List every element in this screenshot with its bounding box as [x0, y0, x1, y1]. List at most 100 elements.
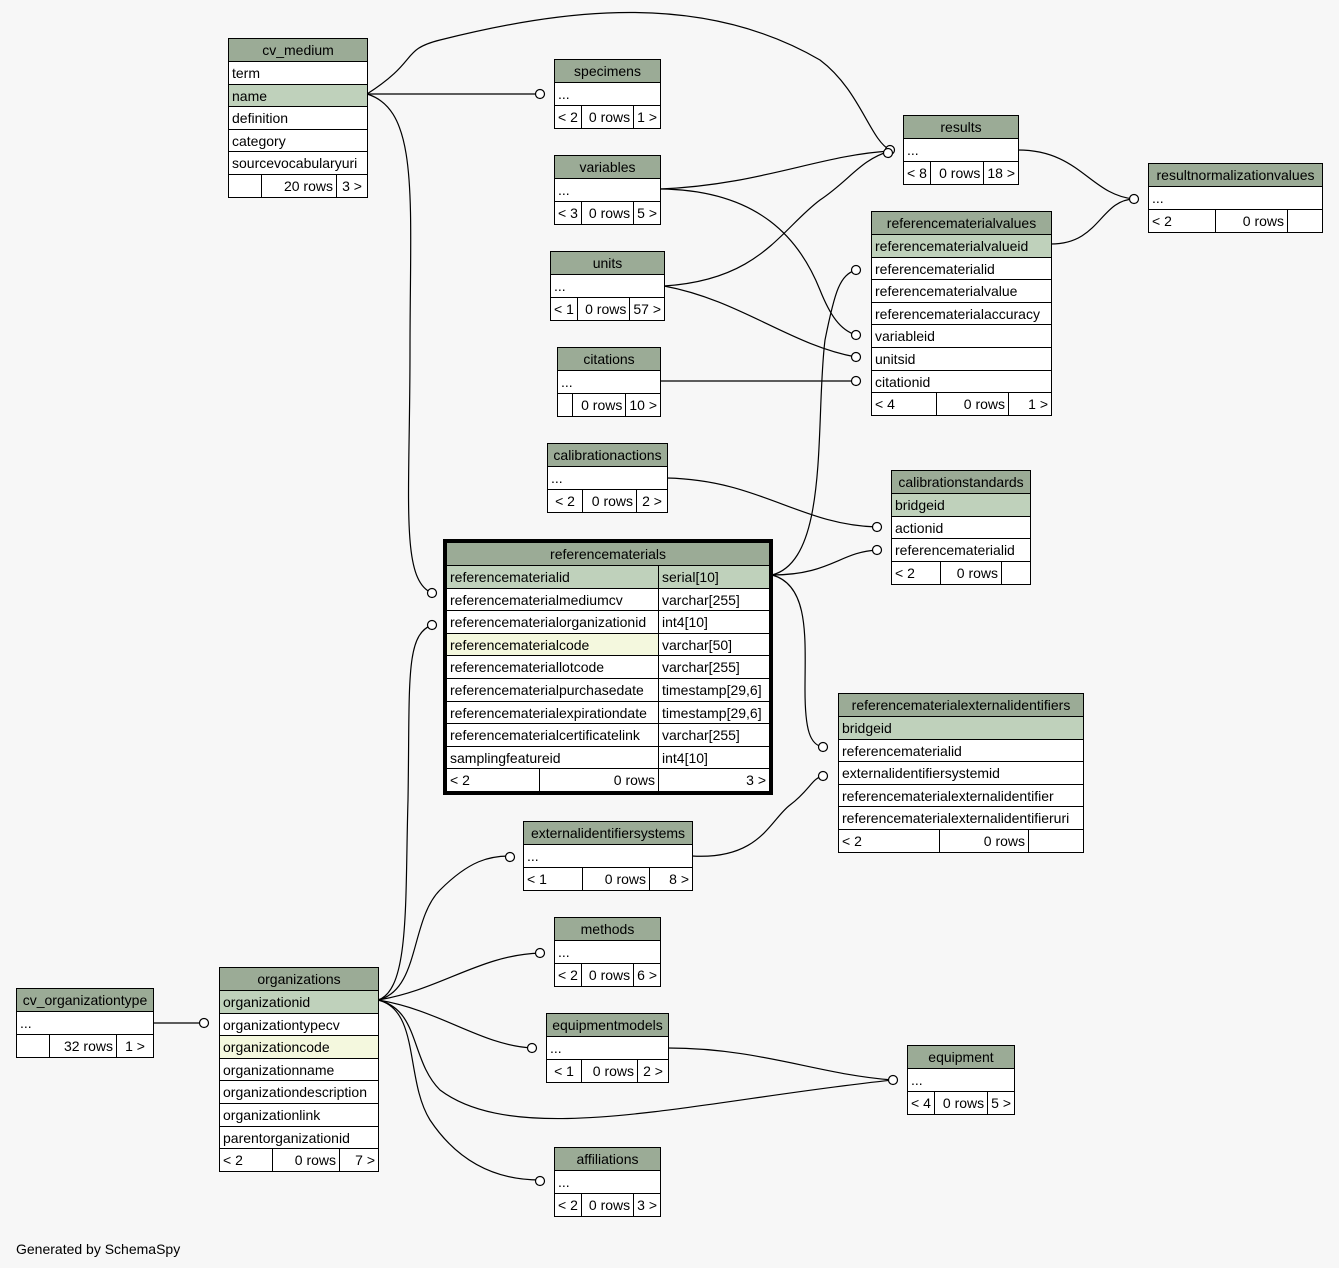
- table-title: affiliations: [555, 1148, 660, 1171]
- column: ...: [907, 142, 919, 158]
- table-equipment[interactable]: equipment ... < 4 0 rows 5 >: [907, 1045, 1015, 1115]
- table-referencematerials[interactable]: referencematerials referencematerialid se…: [443, 539, 773, 796]
- row-count: 0 rows: [273, 1149, 340, 1172]
- table-citations[interactable]: citations ... 0 rows 10 >: [557, 347, 661, 417]
- table-methods[interactable]: methods ... < 2 0 rows 6 >: [554, 917, 661, 987]
- children-count: 7 >: [355, 1152, 375, 1169]
- parents-count: [558, 393, 573, 416]
- table-title: resultnormalizationvalues: [1149, 164, 1322, 187]
- table-title: methods: [555, 918, 660, 941]
- table-title: units: [551, 252, 664, 275]
- column: organizationid: [223, 994, 311, 1010]
- column: actionid: [895, 519, 944, 536]
- parents-count: [229, 174, 262, 197]
- column-name: referencematerialorganizationid: [450, 614, 647, 631]
- column: ...: [1152, 190, 1164, 206]
- children-count: 1 >: [637, 108, 657, 125]
- edge-org-equipment: [377, 999, 894, 1120]
- parents-count: < 4: [872, 393, 937, 416]
- table-calibrationactions[interactable]: calibrationactions ... < 2 0 rows 2 >: [547, 443, 668, 513]
- column-name: referencematerialid: [450, 569, 570, 585]
- column: organizationtypecv: [223, 1016, 340, 1033]
- children-count: 57 >: [633, 300, 661, 317]
- children-count: 3 >: [746, 772, 766, 789]
- row-count: 0 rows: [937, 393, 1009, 416]
- table-calibrationstandards[interactable]: calibrationstandards bridgeid actionid r…: [891, 470, 1031, 585]
- column: referencematerialvalueid: [875, 238, 1029, 254]
- table-cv_medium[interactable]: cv_medium term name definition category …: [228, 38, 368, 198]
- table-title: equipment: [908, 1046, 1014, 1069]
- table-referencematerialexternalidentifiers[interactable]: referencematerialexternalidentifiers bri…: [838, 693, 1084, 853]
- table-title: referencematerialvalues: [872, 212, 1051, 235]
- table-title: calibrationstandards: [892, 471, 1030, 494]
- table-title: externalidentifiersystems: [524, 822, 692, 845]
- row-count: 32 rows: [50, 1034, 117, 1057]
- row-count: 0 rows: [582, 105, 635, 128]
- table-specimens[interactable]: specimens ... < 2 0 rows 1 >: [554, 59, 661, 129]
- table-organizations[interactable]: organizations organizationid organizatio…: [219, 967, 379, 1173]
- column-type: serial[10]: [658, 566, 769, 588]
- edge-cv_medium-results: [366, 11, 891, 151]
- parents-count: [17, 1034, 50, 1057]
- column: ...: [551, 470, 563, 486]
- column: referencematerialexternalidentifier: [842, 787, 1054, 804]
- column: parentorganizationid: [223, 1129, 350, 1146]
- table-title: results: [904, 116, 1018, 139]
- row-count: 0 rows: [582, 1193, 635, 1216]
- parents-count: < 2: [892, 561, 941, 584]
- children-count: [1002, 562, 1030, 584]
- table-title: specimens: [555, 60, 660, 83]
- edge-variables-results: [659, 150, 891, 190]
- table-resultnormalizationvalues[interactable]: resultnormalizationvalues ... < 2 0 rows: [1148, 163, 1323, 233]
- parents-count: < 2: [548, 489, 583, 512]
- column-type: timestamp[29,6]: [658, 678, 769, 701]
- column: category: [232, 132, 286, 149]
- children-count: 18 >: [987, 164, 1015, 181]
- column-name: referencematerialmediumcv: [450, 591, 623, 608]
- column-type: int4[10]: [658, 611, 769, 633]
- edge-eis-rmei: [691, 775, 824, 857]
- edge-org-eis: [377, 855, 511, 1001]
- table-title: variables: [555, 156, 660, 179]
- column-type: varchar[255]: [658, 724, 769, 746]
- table-units[interactable]: units ... < 1 0 rows 57 >: [550, 251, 665, 321]
- edge-org-methods: [377, 952, 541, 1001]
- edge-results-rnv: [1017, 149, 1135, 200]
- table-equipmentmodels[interactable]: equipmentmodels ... < 1 0 rows 2 >: [546, 1013, 669, 1083]
- column-type: int4[10]: [658, 746, 769, 769]
- row-count: 0 rows: [582, 201, 635, 224]
- children-count: 1 >: [1028, 396, 1048, 413]
- table-title: referencematerials: [447, 543, 769, 566]
- edge-units-results: [663, 150, 891, 287]
- parents-count: < 1: [524, 867, 583, 890]
- edge-equipmentmodels-equipment: [667, 1047, 894, 1081]
- parents-count: < 2: [1149, 209, 1216, 232]
- row-count: 0 rows: [931, 161, 985, 184]
- column-type: varchar[50]: [658, 633, 769, 656]
- parents-count: < 1: [551, 297, 578, 320]
- parents-count: < 2: [555, 963, 582, 986]
- column: bridgeid: [842, 720, 892, 736]
- table-referencematerialvalues[interactable]: referencematerialvalues referencemateria…: [871, 211, 1052, 417]
- column: citationid: [875, 373, 931, 390]
- children-count: [1288, 210, 1322, 232]
- edge-org-affiliations: [377, 999, 541, 1181]
- table-externalidentifiersystems[interactable]: externalidentifiersystems ... < 1 0 rows…: [523, 821, 693, 891]
- table-variables[interactable]: variables ... < 3 0 rows 5 >: [554, 155, 661, 225]
- column-name: samplingfeatureid: [450, 749, 561, 766]
- edge-variables-rmv: [659, 188, 857, 336]
- parents-count: < 2: [839, 829, 940, 852]
- parents-count: < 2: [555, 105, 582, 128]
- children-count: 5 >: [637, 204, 657, 221]
- column: ...: [911, 1072, 923, 1088]
- children-count: 2 >: [643, 1062, 663, 1079]
- table-title: citations: [558, 348, 660, 371]
- column: definition: [232, 110, 289, 127]
- table-title: cv_medium: [229, 39, 367, 62]
- parents-count: < 3: [555, 201, 582, 224]
- table-affiliations[interactable]: affiliations ... < 2 0 rows 3 >: [554, 1147, 661, 1217]
- column: referencematerialaccuracy: [875, 305, 1040, 322]
- children-count: 2 >: [642, 492, 662, 509]
- table-cv_organizationtype[interactable]: cv_organizationtype ... 32 rows 1 >: [16, 988, 154, 1058]
- table-results[interactable]: results ... < 8 0 rows 18 >: [903, 115, 1019, 185]
